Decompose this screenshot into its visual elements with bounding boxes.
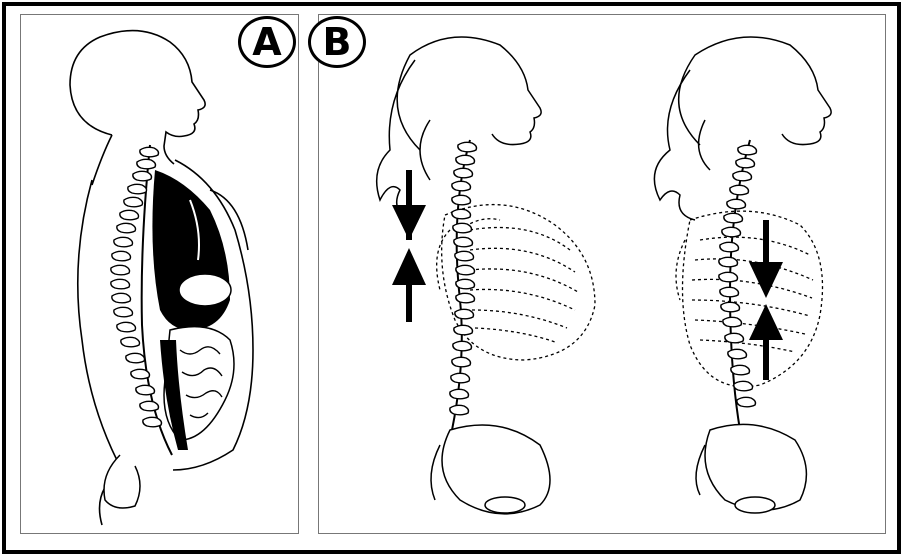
vertebrae-b2 (719, 145, 757, 406)
figure-b2 (654, 37, 831, 513)
compression-arrow-b2 (749, 220, 783, 380)
compression-arrow-b1 (392, 170, 426, 322)
label-a: A (238, 16, 296, 68)
pelvis-a (104, 455, 140, 508)
label-b: B (308, 16, 366, 68)
vertebrae-b1 (450, 142, 477, 414)
organs-a (152, 170, 234, 450)
